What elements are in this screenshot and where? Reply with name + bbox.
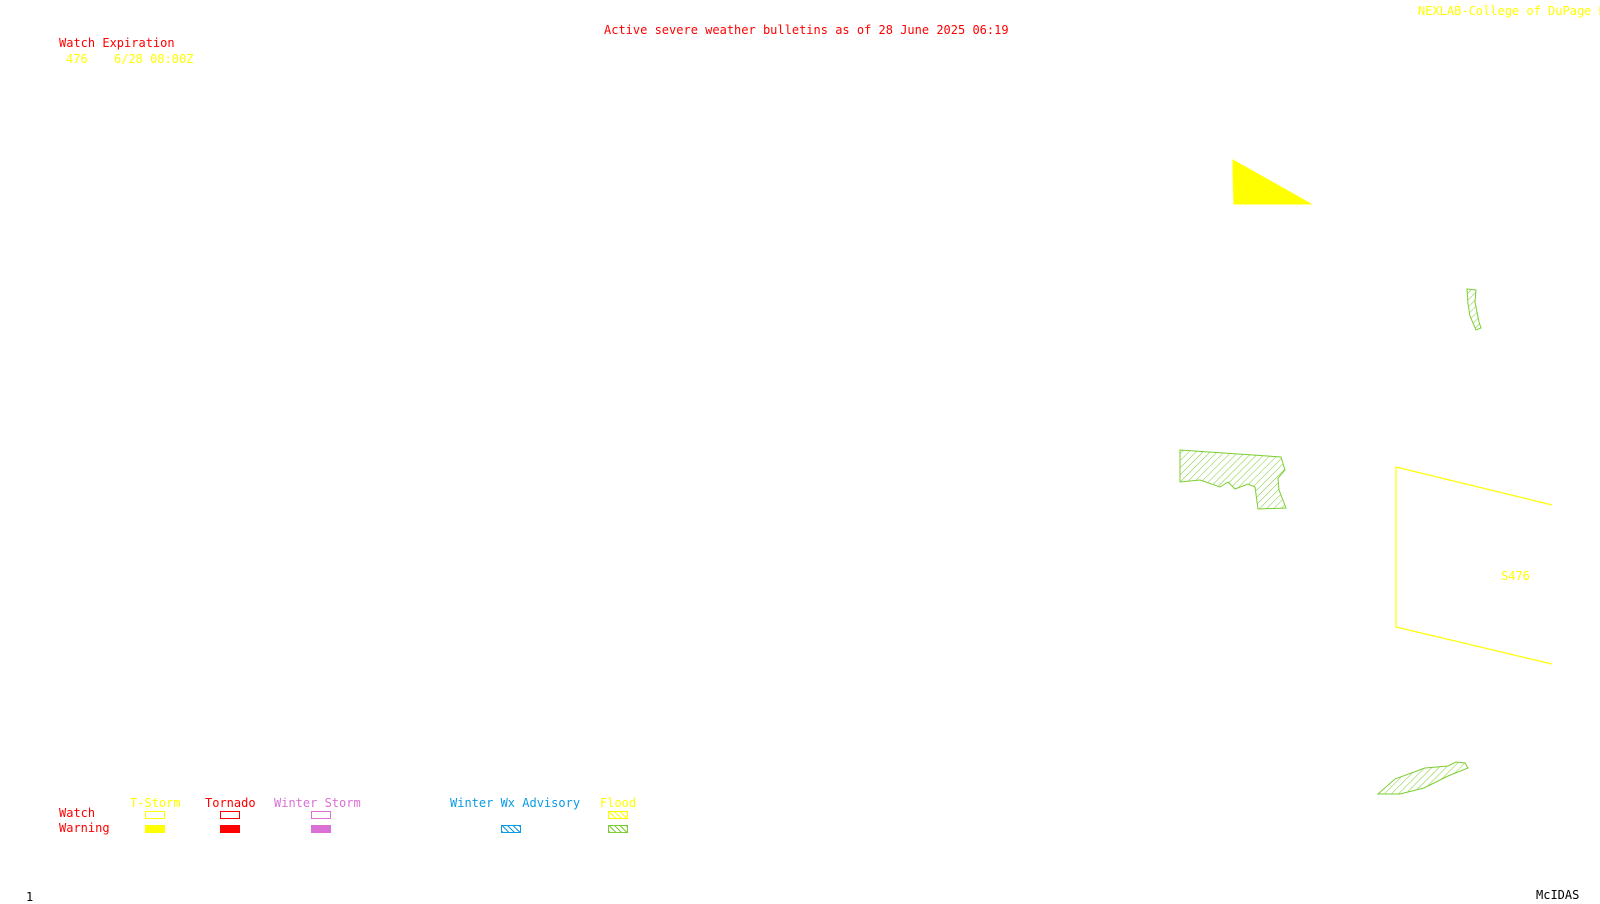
legend-swatch-winter-storm-watch — [311, 811, 331, 819]
legend-label-flood: Flood — [600, 796, 637, 810]
legend-swatch-flood-warning — [608, 825, 628, 833]
legend-swatch-winter-storm-warning — [311, 825, 331, 833]
legend-swatch-tstorm-warning — [145, 825, 165, 833]
legend-label-tornado: Tornado — [205, 796, 256, 810]
flood-warning-polygon-north — [1466, 288, 1482, 331]
legend-row-watch: Watch — [59, 806, 96, 820]
watch-label-s476: S476 — [1501, 569, 1530, 583]
flood-warning-polygon-central — [1179, 449, 1287, 510]
flood-warning-polygon-south — [1376, 761, 1469, 795]
watch-expiration-time: 6/28 08:00Z — [114, 52, 194, 66]
watch-expiration-number: 476 — [66, 52, 88, 66]
legend-label-tstorm: T-Storm — [130, 796, 181, 810]
legend-swatch-tornado-watch — [220, 811, 240, 819]
software-name: McIDAS — [1536, 888, 1580, 902]
tstorm-warning-polygon — [1232, 159, 1313, 205]
legend-label-winter-wx-advisory: Winter Wx Advisory — [450, 796, 581, 810]
legend-label-winter-storm: Winter Storm — [274, 796, 361, 810]
source-credit: NEXLAB-College of DuPage R — [1418, 4, 1600, 18]
legend-swatch-tstorm-watch — [145, 811, 165, 819]
watch-expiration-heading: Watch Expiration — [59, 36, 175, 50]
legend-row-warning: Warning — [59, 821, 110, 835]
bulletin-title: Active severe weather bulletins as of 28… — [604, 23, 1009, 37]
legend-swatch-winter-wx-advisory — [501, 825, 521, 833]
legend-swatch-flood-watch — [608, 811, 628, 819]
legend-swatch-tornado-warning — [220, 825, 240, 833]
tstorm-watch-outline — [1395, 466, 1553, 665]
frame-number: 1 — [26, 890, 34, 904]
